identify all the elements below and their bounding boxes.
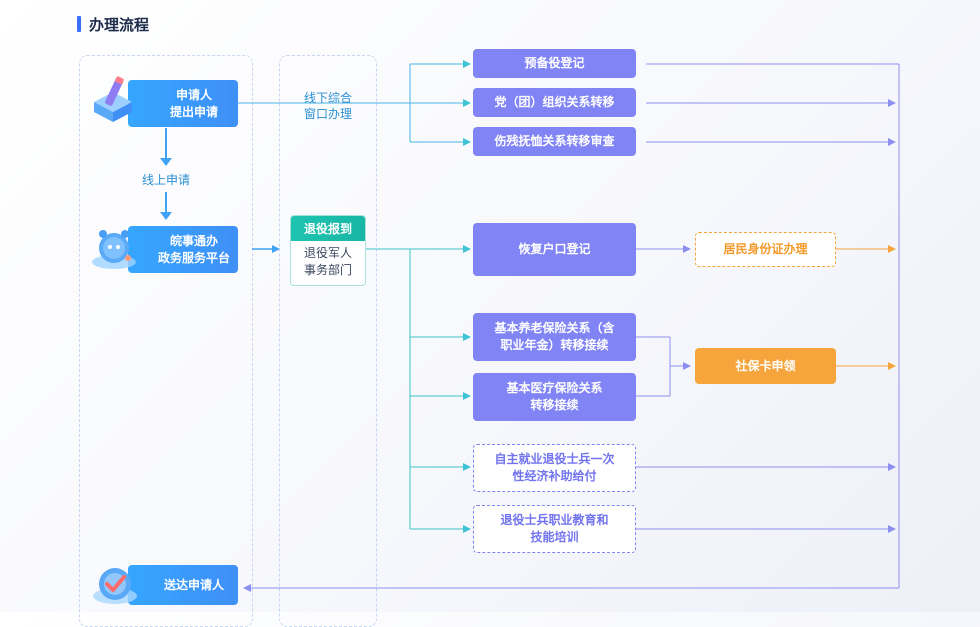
pencil-cube-icon [94,76,132,122]
training-line2: 技能培训 [530,530,579,544]
military-card-header: 退役报到 [291,216,365,241]
subsidy-payment-box: 自主就业退役士兵一次性经济补助给付 [473,444,636,492]
medical-transfer-box: 基本医疗保险关系转移接续 [473,373,636,421]
social-security-card-box: 社保卡申领 [695,348,836,384]
id-card-box: 居民身份证办理 [695,232,836,267]
platform-box: 皖事通办政务服务平台 [128,226,238,273]
party-transfer-box: 党（团）组织关系转移 [473,88,636,117]
subsidy-line2: 性经济补助给付 [512,469,597,483]
offline-line2: 窗口办理 [303,107,352,121]
title-text: 办理流程 [89,15,150,34]
offline-line1: 线下综合 [303,91,352,105]
applicant-line1: 申请人 [175,87,212,102]
deliver-box: 送达申请人 [128,565,238,605]
disability-transfer-box: 伤残抚恤关系转移审查 [473,127,636,156]
connector-lines [160,60,900,592]
pension-line1: 基本养老保险关系（含 [494,321,615,335]
pension-line2: 职业年金）转移接续 [500,338,609,352]
platform-line1: 皖事通办 [169,233,218,248]
section-title: 办理流程 [77,14,149,34]
military-affairs-card: 退役报到 退役军人 事务部门 [290,215,366,286]
applicant-box: 申请人提出申请 [128,80,238,127]
military-card-line1: 退役军人 [303,246,352,260]
online-apply-label: 线上申请 [141,173,190,187]
medical-line2: 转移接续 [530,398,579,412]
hukou-registration-box: 恢复户口登记 [473,223,636,276]
title-accent-bar [77,16,81,32]
reserve-registration-box: 预备役登记 [473,49,636,78]
subsidy-line1: 自主就业退役士兵一次 [494,452,615,466]
robot-icon [92,230,136,269]
checkmark-badge-icon [93,568,137,604]
medical-line1: 基本医疗保险关系 [506,381,603,395]
applicant-line2: 提出申请 [169,104,218,119]
platform-line2: 政务服务平台 [157,250,230,265]
offline-window-label: 线下综合 窗口办理 [290,90,366,122]
military-card-body: 退役军人 事务部门 [291,241,365,279]
military-card-line2: 事务部门 [303,263,352,277]
training-line1: 退役士兵职业教育和 [500,513,609,527]
vocational-training-box: 退役士兵职业教育和技能培训 [473,505,636,553]
deliver-text: 送达申请人 [163,577,224,592]
pension-transfer-box: 基本养老保险关系（含职业年金）转移接续 [473,313,636,361]
